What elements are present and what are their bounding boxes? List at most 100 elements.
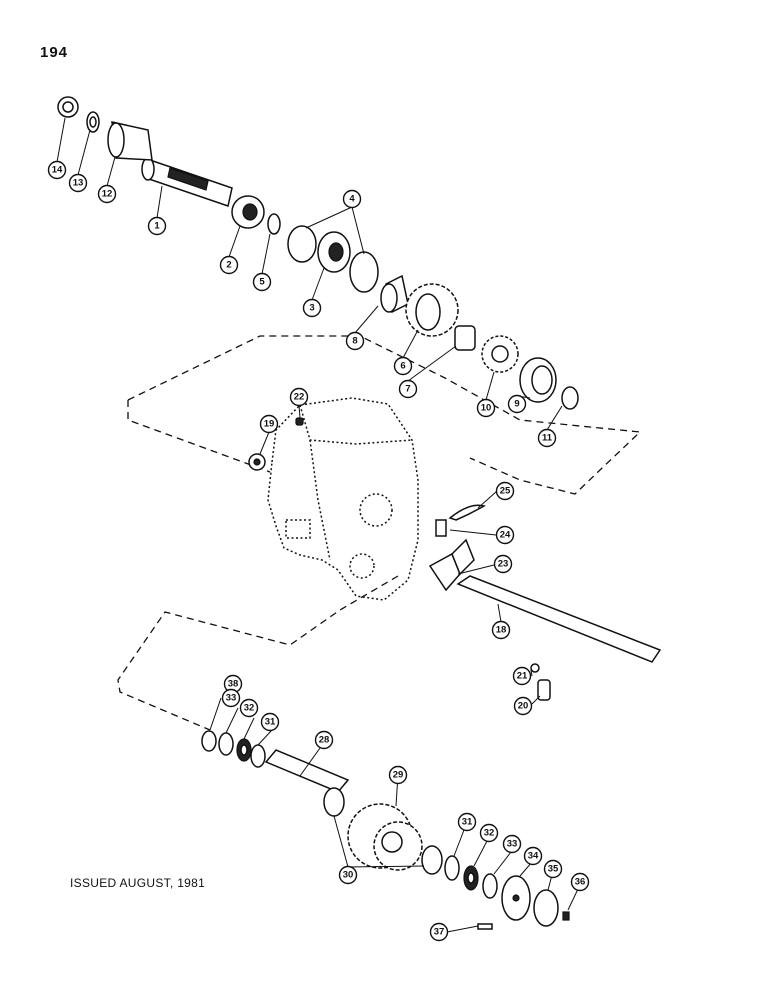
callout-number: 20 [518, 701, 529, 712]
callout-20: 20 [513, 696, 533, 716]
callout-number: 11 [542, 433, 553, 444]
washer-33a [218, 732, 234, 756]
callout-number: 13 [73, 178, 84, 189]
page-number: 194 [40, 44, 69, 61]
callout-5: 5 [252, 272, 272, 292]
callout-19: 19 [259, 414, 279, 434]
callout-25: 25 [495, 481, 515, 501]
cover-35 [533, 889, 559, 927]
issued-date: ISSUED AUGUST, 1981 [70, 876, 206, 890]
nut-14 [57, 96, 79, 118]
spring-20 [537, 679, 551, 701]
callout-number: 36 [575, 877, 586, 888]
callout-number: 30 [343, 870, 354, 881]
callout-number: 19 [264, 419, 275, 430]
callout-29: 29 [388, 765, 408, 785]
shaft-28 [264, 749, 350, 793]
callout-number: 18 [496, 625, 507, 636]
seal-2 [231, 195, 265, 229]
callout-14: 14 [47, 160, 67, 180]
callout-number: 31 [462, 817, 473, 828]
snap-ring-4b [349, 251, 379, 293]
callout-number: 14 [52, 165, 63, 176]
snap-ring-11 [561, 386, 579, 410]
washer-13 [86, 111, 100, 133]
callout-number: 33 [507, 839, 518, 850]
callout-10: 10 [476, 398, 496, 418]
callout-number: 24 [500, 530, 511, 541]
callout-number: 37 [434, 927, 445, 938]
callout-37: 37 [429, 922, 449, 942]
callout-number: 10 [481, 403, 492, 414]
collar-9 [519, 357, 557, 403]
snap-ring-5 [267, 213, 281, 235]
bearing-32b [463, 865, 479, 891]
bearing-32a [236, 738, 252, 762]
callout-number: 12 [102, 189, 113, 200]
callout-21: 21 [512, 666, 532, 686]
callout-number: 22 [294, 392, 305, 403]
callout-4: 4 [342, 189, 362, 209]
callout-31: 31 [260, 712, 280, 732]
callout-number: 1 [154, 221, 160, 232]
callout-13: 13 [68, 173, 88, 193]
callout-number: 9 [514, 399, 519, 410]
callout-number: 33 [226, 693, 237, 704]
callout-number: 38 [228, 679, 239, 690]
shift-rail-18 [456, 575, 662, 663]
upper-group-outline-left [127, 400, 271, 473]
callout-24: 24 [495, 525, 515, 545]
callout-31b: 31 [457, 812, 477, 832]
bearing-30b [421, 845, 443, 875]
leader-lines [56, 117, 579, 933]
callout-number: 6 [400, 361, 405, 372]
callout-9: 9 [507, 394, 527, 414]
bearing-19 [248, 453, 266, 471]
callout-number: 35 [548, 864, 559, 875]
bushing-8 [380, 274, 409, 314]
gear-6 [405, 283, 459, 337]
spring-clip-25 [448, 504, 486, 521]
callout-number: 25 [500, 486, 511, 497]
bearing-3 [317, 231, 351, 273]
callout-8: 8 [345, 331, 365, 351]
callout-6: 6 [393, 356, 413, 376]
callout-number: 21 [517, 671, 528, 682]
upper-group-outline [127, 335, 642, 495]
callout-number: 2 [226, 260, 231, 271]
callout-number: 3 [309, 303, 314, 314]
washer-33b [482, 873, 498, 899]
callout-28: 28 [314, 730, 334, 750]
lower-group-outline [117, 575, 399, 731]
callout-18: 18 [491, 620, 511, 640]
callout-30: 30 [338, 865, 358, 885]
callout-35: 35 [543, 859, 563, 879]
hub-7 [454, 325, 476, 351]
callout-number: 4 [349, 194, 355, 205]
callout-22: 22 [289, 387, 309, 407]
yoke-12 [107, 121, 153, 161]
washer-31b [444, 855, 460, 881]
retainer-34 [501, 875, 531, 921]
callout-32b: 32 [479, 823, 499, 843]
set-screw-24 [435, 519, 447, 537]
washer-38 [201, 730, 217, 752]
callout-number: 32 [244, 703, 255, 714]
callout-number: 31 [265, 717, 276, 728]
shaft-1 [141, 157, 233, 207]
callout-33: 33 [221, 688, 241, 708]
snap-ring-4a [287, 225, 317, 263]
shift-fork-23 [428, 538, 475, 592]
callout-7: 7 [398, 379, 418, 399]
callout-34: 34 [523, 846, 543, 866]
callout-number: 7 [405, 384, 410, 395]
callout-12: 12 [97, 184, 117, 204]
callout-1: 1 [147, 216, 167, 236]
callout-number: 5 [259, 277, 265, 288]
callout-number: 29 [393, 770, 404, 781]
ball-21 [530, 663, 540, 673]
washer-31a [250, 744, 266, 768]
callout-36: 36 [570, 872, 590, 892]
callout-number: 32 [484, 828, 495, 839]
callout-number: 23 [498, 559, 509, 570]
